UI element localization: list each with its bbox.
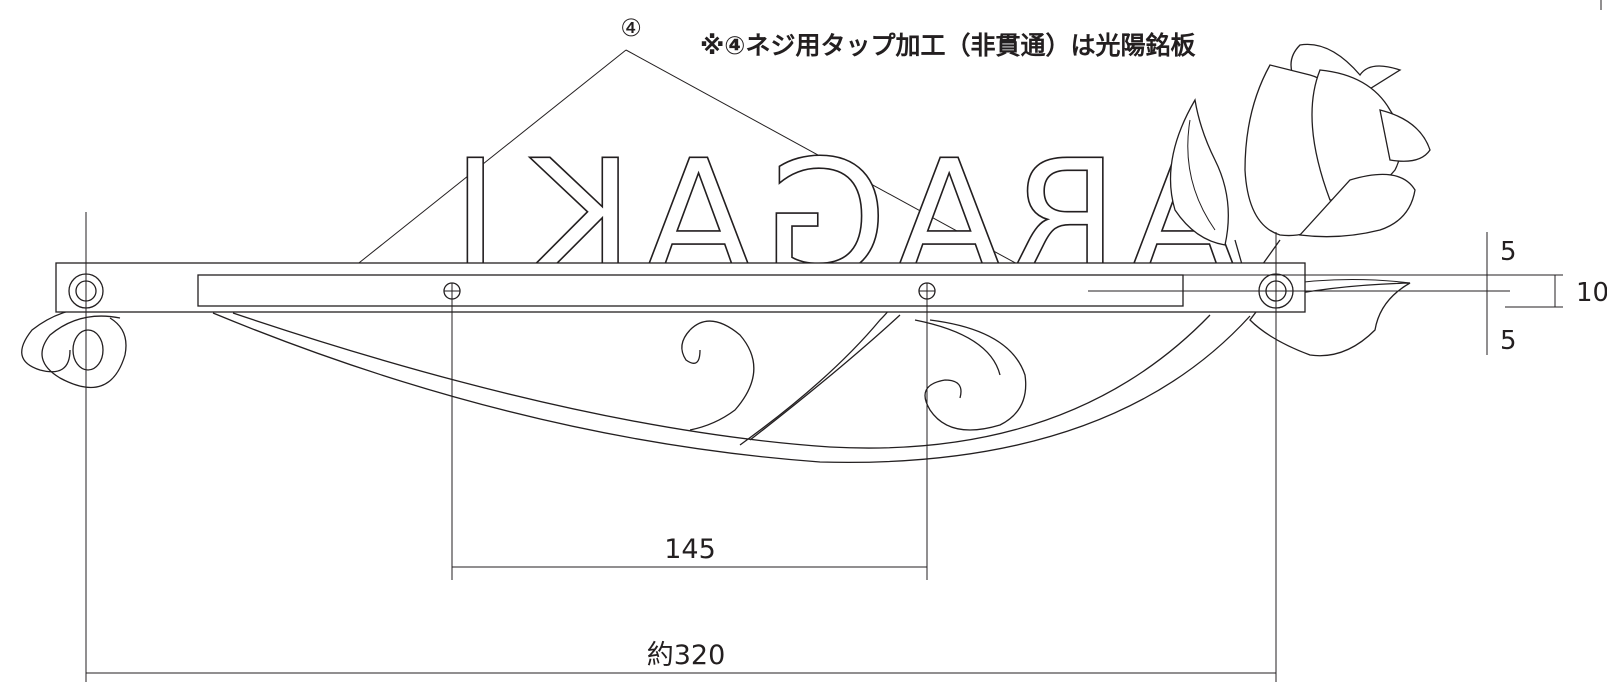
- callout-marker: ④: [620, 14, 642, 42]
- scroll-ironwork: [21, 306, 1251, 464]
- callout-leaders: [324, 49, 1053, 291]
- dimension-screw-pitch-label: 145: [664, 534, 716, 565]
- dimension-total-length: 約320: [85, 212, 1277, 682]
- screw-tap-left: [443, 282, 461, 300]
- screw-tap-right: [918, 282, 936, 300]
- dimension-height-total-label: 10: [1576, 278, 1607, 308]
- dimension-total-length-label: 約320: [647, 640, 726, 671]
- dimension-height: 5 10 5: [1486, 232, 1607, 356]
- dimension-screw-pitch: 145: [451, 299, 928, 580]
- dimension-height-upper-label: 5: [1500, 237, 1517, 267]
- dimension-height-lower-label: 5: [1500, 326, 1517, 356]
- mounting-bar: [55, 262, 1510, 313]
- fabrication-note: ※④ネジ用タップ加工（非貫通）は光陽銘板: [700, 31, 1195, 60]
